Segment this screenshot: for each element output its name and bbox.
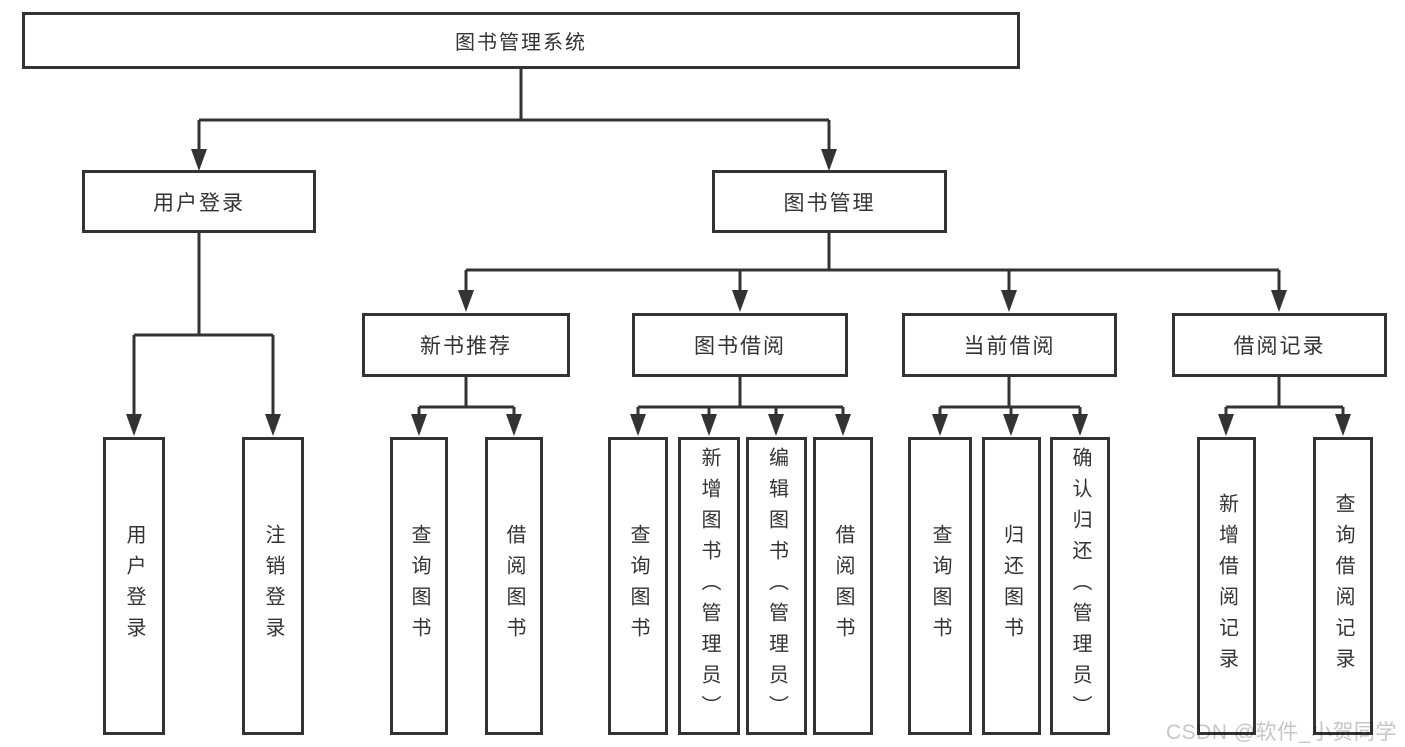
leaf-logout: 注销登录 [242, 437, 304, 735]
leaf-add-borrow-record: 新增借阅记录 [1197, 437, 1256, 735]
node-new-book-recommend: 新书推荐 [362, 313, 570, 377]
leaf-query-borrow-record-label: 查询借阅记录 [1332, 493, 1354, 679]
node-book-borrow: 图书借阅 [632, 313, 848, 377]
leaf-edit-book-admin: 编辑图书（管理员） [746, 437, 807, 735]
leaf-add-book-admin-label: 新增图书（管理员） [698, 446, 720, 726]
node-borrow-records: 借阅记录 [1172, 313, 1387, 377]
leaf-edit-book-admin-label: 编辑图书（管理员） [765, 446, 788, 726]
node-library-system: 图书管理系统 [22, 12, 1020, 69]
leaf-logout-label: 注销登录 [262, 524, 284, 648]
leaf-query-book-recommend: 查询图书 [390, 437, 448, 735]
node-book-management-label: 图书管理 [783, 191, 876, 215]
leaf-borrow-book-recommend-label: 借阅图书 [503, 524, 525, 648]
node-library-system-label: 图书管理系统 [455, 32, 587, 54]
watermark: CSDN @软件_小贺同学 [1166, 721, 1397, 744]
node-user-login-label: 用户登录 [153, 191, 245, 215]
leaf-confirm-return-admin: 确认归还（管理员） [1050, 437, 1110, 735]
leaf-query-borrow-record: 查询借阅记录 [1313, 437, 1373, 735]
leaf-user-login: 用户登录 [103, 437, 165, 735]
node-book-borrow-label: 图书借阅 [694, 335, 786, 358]
leaf-borrow-book-label: 借阅图书 [832, 524, 854, 648]
node-current-borrow-label: 当前借阅 [963, 335, 1056, 358]
arrowheads [126, 149, 1351, 436]
leaf-borrow-book: 借阅图书 [813, 437, 873, 735]
leaf-query-book-borrow: 查询图书 [608, 437, 668, 735]
leaf-query-book-current-label: 查询图书 [929, 524, 951, 648]
leaf-query-book-borrow-label: 查询图书 [627, 524, 649, 648]
leaf-query-book-recommend-label: 查询图书 [408, 524, 430, 648]
node-new-book-recommend-label: 新书推荐 [420, 335, 512, 358]
node-user-login: 用户登录 [82, 170, 316, 233]
leaf-add-book-admin: 新增图书（管理员） [678, 437, 740, 735]
node-borrow-records-label: 借阅记录 [1233, 335, 1326, 358]
leaf-add-borrow-record-label: 新增借阅记录 [1215, 493, 1238, 679]
leaf-user-login-label: 用户登录 [123, 524, 145, 648]
leaf-borrow-book-recommend: 借阅图书 [485, 437, 543, 735]
leaf-return-book-label: 归还图书 [1000, 524, 1023, 648]
leaf-return-book: 归还图书 [982, 437, 1041, 735]
node-current-borrow: 当前借阅 [902, 313, 1117, 377]
node-book-management: 图书管理 [712, 170, 947, 233]
leaf-confirm-return-admin-label: 确认归还（管理员） [1069, 446, 1091, 726]
leaf-query-book-current: 查询图书 [908, 437, 972, 735]
